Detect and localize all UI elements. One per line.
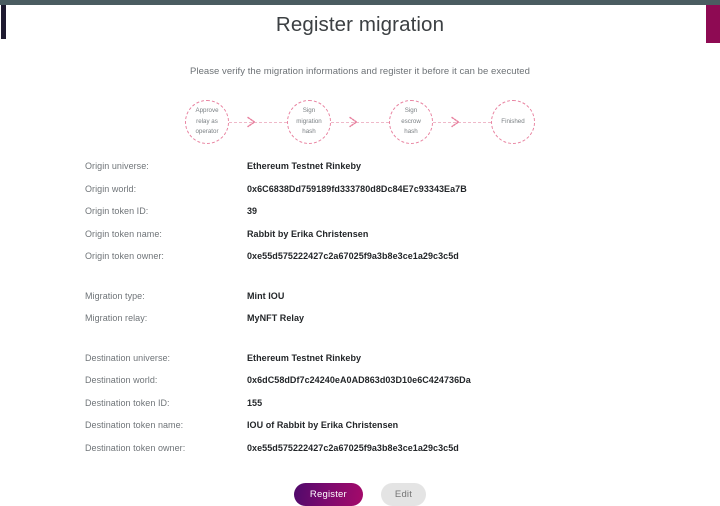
step-label-line: escrow	[401, 117, 421, 125]
stepper-step-2[interactable]: Sign migration hash	[287, 100, 331, 144]
detail-value: 0xe55d575222427c2a67025f9a3b8e3ce1a29c3c…	[247, 442, 459, 453]
detail-row: Origin world: 0x6C6838Dd759189fd333780d8D…	[85, 184, 720, 207]
group-separator	[85, 336, 720, 353]
step-connector	[331, 115, 389, 129]
detail-row: Destination world: 0x6dC58dDf7c24240eA0AD…	[85, 375, 720, 398]
step-label-line: Sign	[404, 107, 418, 115]
detail-row: Destination token name: IOU of Rabbit by …	[85, 420, 720, 443]
detail-row: Destination token owner: 0xe55d575222427c…	[85, 443, 720, 466]
detail-label: Origin world:	[85, 183, 137, 194]
detail-value: 155	[247, 397, 263, 408]
left-accent-bar	[1, 5, 6, 39]
detail-label: Migration type:	[85, 290, 145, 301]
detail-label: Origin token owner:	[85, 251, 164, 261]
page-subtitle: Please verify the migration informations…	[190, 66, 530, 77]
detail-value: MyNFT Relay	[247, 313, 305, 323]
step-label-line: hash	[302, 128, 316, 136]
chevron-right-icon	[347, 116, 360, 129]
detail-row: Destination token ID: 155	[85, 398, 720, 421]
stepper-step-1[interactable]: Approve relay as operator	[185, 100, 229, 144]
page-content: Register migration Please verify the mig…	[0, 5, 720, 506]
register-button[interactable]: Register	[293, 483, 363, 506]
step-connector	[229, 115, 287, 129]
detail-value: 39	[247, 206, 258, 216]
detail-value: Ethereum Testnet Rinkeby	[247, 161, 362, 171]
step-label-line: hash	[404, 128, 418, 136]
connector-line	[229, 121, 287, 123]
action-buttons: Register Edit	[0, 483, 720, 506]
migration-stepper: Approve relay as operator Sign migration hash…	[0, 91, 720, 153]
chevron-right-icon	[245, 116, 258, 129]
detail-label: Destination token owner:	[85, 442, 186, 453]
detail-value: 0x6C6838Dd759189fd333780d8Dc84E7c93343Ea…	[247, 183, 467, 194]
stepper-step-4[interactable]: Finished	[491, 100, 535, 144]
window-top-bar	[0, 0, 720, 5]
right-accent-bar	[706, 5, 720, 43]
detail-value: Ethereum Testnet Rinkeby	[247, 352, 362, 363]
step-label-line: operator	[195, 128, 219, 136]
detail-label: Origin universe:	[85, 161, 149, 171]
detail-value: IOU of Rabbit by Erika Christensen	[247, 420, 399, 430]
step-label-line: Sign	[302, 107, 316, 115]
step-label-line: migration	[296, 117, 322, 125]
page-title: Register migration	[275, 13, 445, 36]
group-separator	[85, 274, 720, 291]
detail-row: Origin token ID: 39	[85, 206, 720, 229]
step-label-line: Finished	[501, 117, 525, 125]
detail-row: Migration relay: MyNFT Relay	[85, 313, 720, 336]
detail-row: Origin token owner: 0xe55d575222427c2a670…	[85, 251, 720, 274]
step-label-line: Approve	[195, 107, 219, 115]
detail-value: Mint IOU	[247, 290, 285, 301]
migration-details: Origin universe: Ethereum Testnet Rinkeby…	[0, 161, 720, 465]
detail-label: Destination token name:	[85, 420, 184, 430]
detail-value: 0xe55d575222427c2a67025f9a3b8e3ce1a29c3c…	[247, 251, 459, 261]
detail-label: Origin token ID:	[85, 206, 149, 216]
detail-row: Origin token name: Rabbit by Erika Christ…	[85, 229, 720, 252]
step-label-line: relay as	[196, 117, 218, 125]
detail-label: Destination token ID:	[85, 397, 170, 408]
detail-value: Rabbit by Erika Christensen	[247, 228, 369, 239]
connector-line	[331, 121, 389, 123]
detail-value: 0x6dC58dDf7c24240eA0AD863d03D10e6C424736…	[247, 375, 471, 385]
edit-button[interactable]: Edit	[380, 483, 427, 506]
detail-row: Migration type: Mint IOU	[85, 291, 720, 314]
step-connector	[433, 115, 491, 129]
detail-label: Destination universe:	[85, 352, 171, 363]
detail-label: Origin token name:	[85, 228, 162, 239]
detail-label: Destination world:	[85, 375, 158, 385]
detail-label: Migration relay:	[85, 313, 148, 323]
detail-row: Origin universe: Ethereum Testnet Rinkeby	[85, 161, 720, 184]
connector-line	[433, 121, 491, 123]
detail-row: Destination universe: Ethereum Testnet Ri…	[85, 353, 720, 376]
stepper-step-3[interactable]: Sign escrow hash	[389, 100, 433, 144]
chevron-right-icon	[449, 116, 462, 129]
